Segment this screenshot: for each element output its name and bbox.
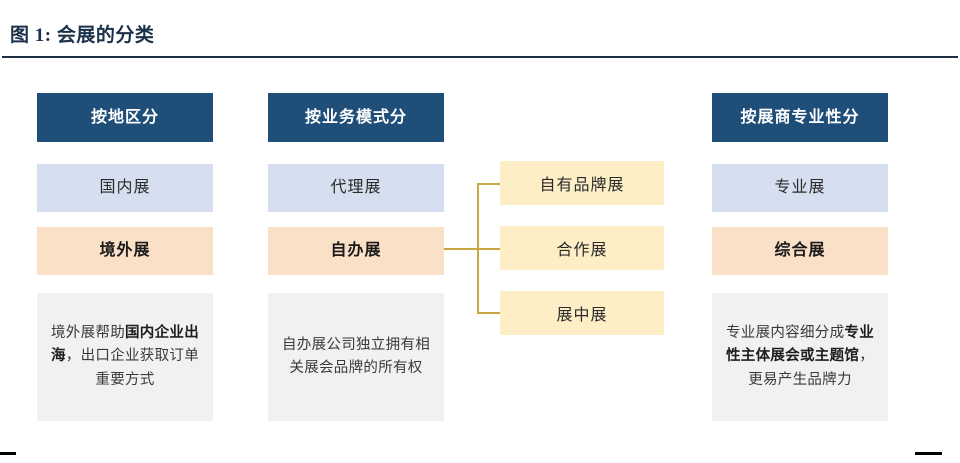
column-header-exhibitor-specialization[interactable]: 按展商专业性分 xyxy=(712,93,888,142)
description-text-exhibitor-specialization: 专业展内容细分成专业性主体展会或主题馆，更易产生品牌力 xyxy=(720,322,880,392)
connector-trunk-line xyxy=(444,248,479,250)
description-emphasis-region: 国内企业出海 xyxy=(50,324,199,365)
description-box-business-model: 自办展公司独立拥有相关展会品牌的所有权 xyxy=(268,293,444,421)
description-prefix-region: 境外展帮助 xyxy=(51,324,125,341)
page-title: 图 1: 会展的分类 xyxy=(10,25,155,46)
footer-rule-right xyxy=(915,452,942,455)
description-prefix-business-model: 自办展公司独立拥有相关展会品牌的所有权 xyxy=(282,336,430,376)
description-box-exhibitor-specialization: 专业展内容细分成专业性主体展会或主题馆，更易产生品牌力 xyxy=(712,293,888,421)
column-header-region[interactable]: 按地区分 xyxy=(37,93,213,142)
category-box-domestic-exhibition[interactable]: 国内展 xyxy=(37,164,213,212)
category-box-overseas-exhibition[interactable]: 境外展 xyxy=(37,227,213,275)
connector-branch-in-show xyxy=(477,312,501,314)
subcategory-box-own-brand-exhibition[interactable]: 自有品牌展 xyxy=(500,161,664,205)
description-suffix-region: ，出口企业获取订单重要方式 xyxy=(65,348,199,388)
description-suffix-exhibitor: ，更易产生品牌力 xyxy=(748,348,874,388)
category-box-comprehensive-exhibition[interactable]: 综合展 xyxy=(712,227,888,275)
title-divider xyxy=(2,56,958,58)
description-prefix-exhibitor: 专业展内容细分成 xyxy=(725,324,845,341)
description-emphasis-exhibitor: 专业性主体展会或主题馆 xyxy=(725,324,874,365)
column-header-business-model[interactable]: 按业务模式分 xyxy=(268,93,444,142)
subcategory-box-cooperative-exhibition[interactable]: 合作展 xyxy=(500,226,664,270)
category-box-agency-exhibition[interactable]: 代理展 xyxy=(268,164,444,212)
connector-branch-coop xyxy=(477,248,501,250)
category-box-self-organized-exhibition[interactable]: 自办展 xyxy=(268,227,444,275)
description-text-business-model: 自办展公司独立拥有相关展会品牌的所有权 xyxy=(276,334,436,381)
description-box-region: 境外展帮助国内企业出海，出口企业获取订单重要方式 xyxy=(37,293,213,421)
classification-diagram: 按地区分 国内展 境外展 境外展帮助国内企业出海，出口企业获取订单重要方式 按业… xyxy=(0,60,960,440)
description-text-region: 境外展帮助国内企业出海，出口企业获取订单重要方式 xyxy=(45,322,205,392)
subcategory-box-show-within-show[interactable]: 展中展 xyxy=(500,291,664,335)
category-box-professional-exhibition[interactable]: 专业展 xyxy=(712,164,888,212)
connector-branch-own-brand xyxy=(477,183,501,185)
figure-header: 图 1: 会展的分类 xyxy=(0,0,960,60)
footer-rule-left xyxy=(0,452,16,455)
